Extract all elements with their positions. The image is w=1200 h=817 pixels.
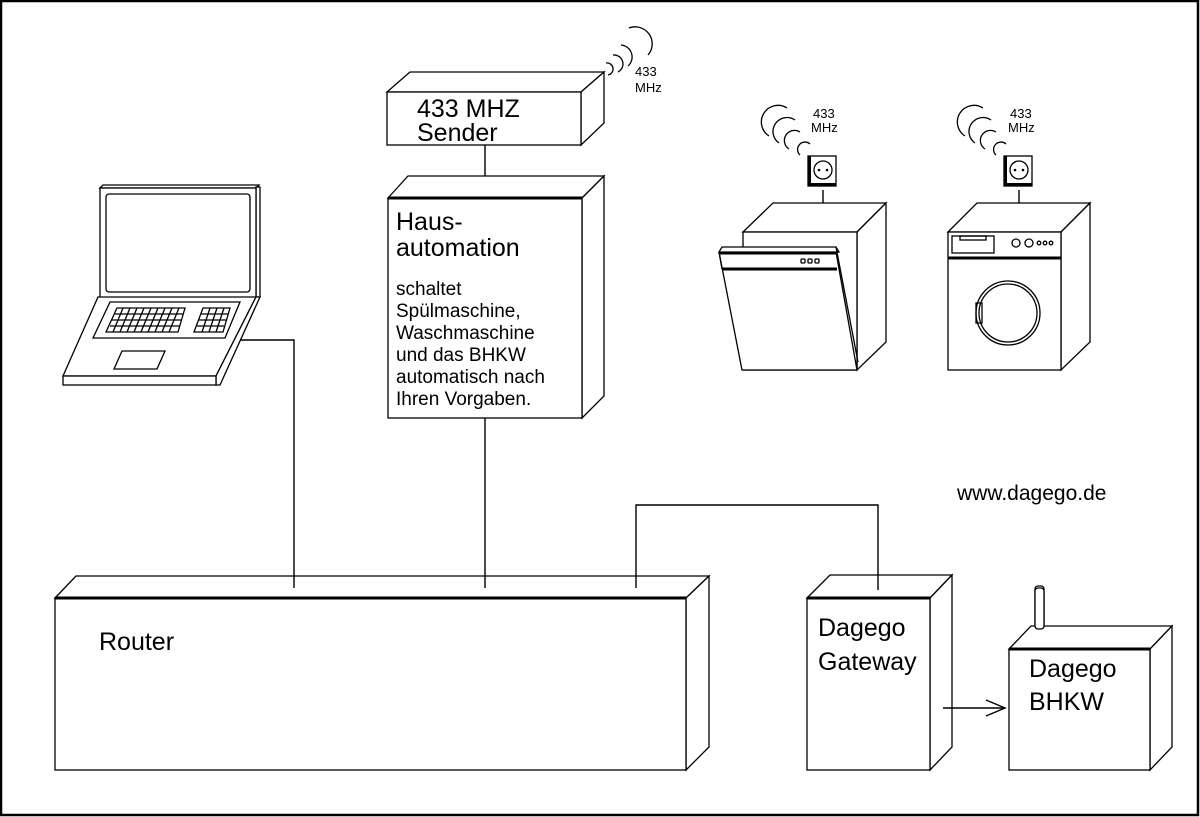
dishwasher-icon[interactable] [717, 201, 888, 372]
hausautomation-box[interactable]: Haus- automation schaltet Spülmaschine, … [386, 174, 606, 420]
sender-box[interactable]: 433 MHZ Sender [385, 70, 606, 147]
router-label: Router [99, 628, 174, 656]
gateway-label-line2: Gateway [818, 648, 917, 676]
hausautomation-desc-line2: Spülmaschine, [396, 301, 521, 322]
dishwasher-freq-line2: MHz [811, 120, 838, 135]
hausautomation-title-line2: automation [396, 234, 520, 262]
sender-label-line2: Sender [417, 119, 498, 147]
sender-freq-line2: MHz [635, 80, 662, 95]
dishwasher-freq-line1: 433 [813, 106, 835, 121]
wire-router-gateway [635, 504, 879, 590]
hausautomation-desc-line1: schaltet [396, 279, 462, 300]
dial-1 [1011, 238, 1021, 248]
sender-label-line1: 433 MHZ [417, 95, 520, 123]
washing-machine-icon[interactable] [946, 201, 1092, 372]
dial-2 [1024, 238, 1034, 248]
washer-freq-line1: 433 [1010, 106, 1032, 121]
washer-waves-icon [956, 104, 1007, 156]
bhkw-label-line2: BHKW [1029, 688, 1104, 716]
radio-waves-icon [605, 26, 653, 76]
keyboard-keys [104, 307, 231, 333]
arrow-gateway-to-bhkw [943, 699, 1007, 717]
hausautomation-desc-line5: automatisch nach [396, 367, 545, 388]
hausautomation-desc-line3: Waschmaschine [396, 323, 535, 344]
laptop-icon[interactable] [62, 184, 262, 386]
dishwasher-socket-icon[interactable] [807, 155, 837, 187]
hausautomation-desc-line6: Ihren Vorgaben. [396, 389, 531, 410]
hausautomation-desc-line4: und das BHKW [396, 345, 526, 366]
touchpad [112, 350, 167, 370]
connection-wires [240, 145, 1020, 590]
bhkw-box[interactable]: Dagego BHKW [1007, 585, 1174, 772]
bhkw-label-line1: Dagego [1029, 655, 1117, 683]
router-box[interactable]: Router [53, 574, 711, 772]
gateway-label-line1: Dagego [818, 614, 906, 642]
website-link[interactable]: www.dagego.de [956, 482, 1106, 505]
washer-socket-icon[interactable] [1003, 155, 1033, 187]
dishwasher-buttons [800, 258, 820, 264]
wire-laptop-router [240, 339, 295, 588]
sender-freq-line1: 433 [635, 64, 657, 79]
washer-freq-line2: MHz [1008, 120, 1035, 135]
hausautomation-title-line1: Haus- [396, 208, 463, 236]
gateway-box[interactable]: Dagego Gateway [805, 573, 954, 772]
dishwasher-waves-icon [760, 104, 811, 156]
